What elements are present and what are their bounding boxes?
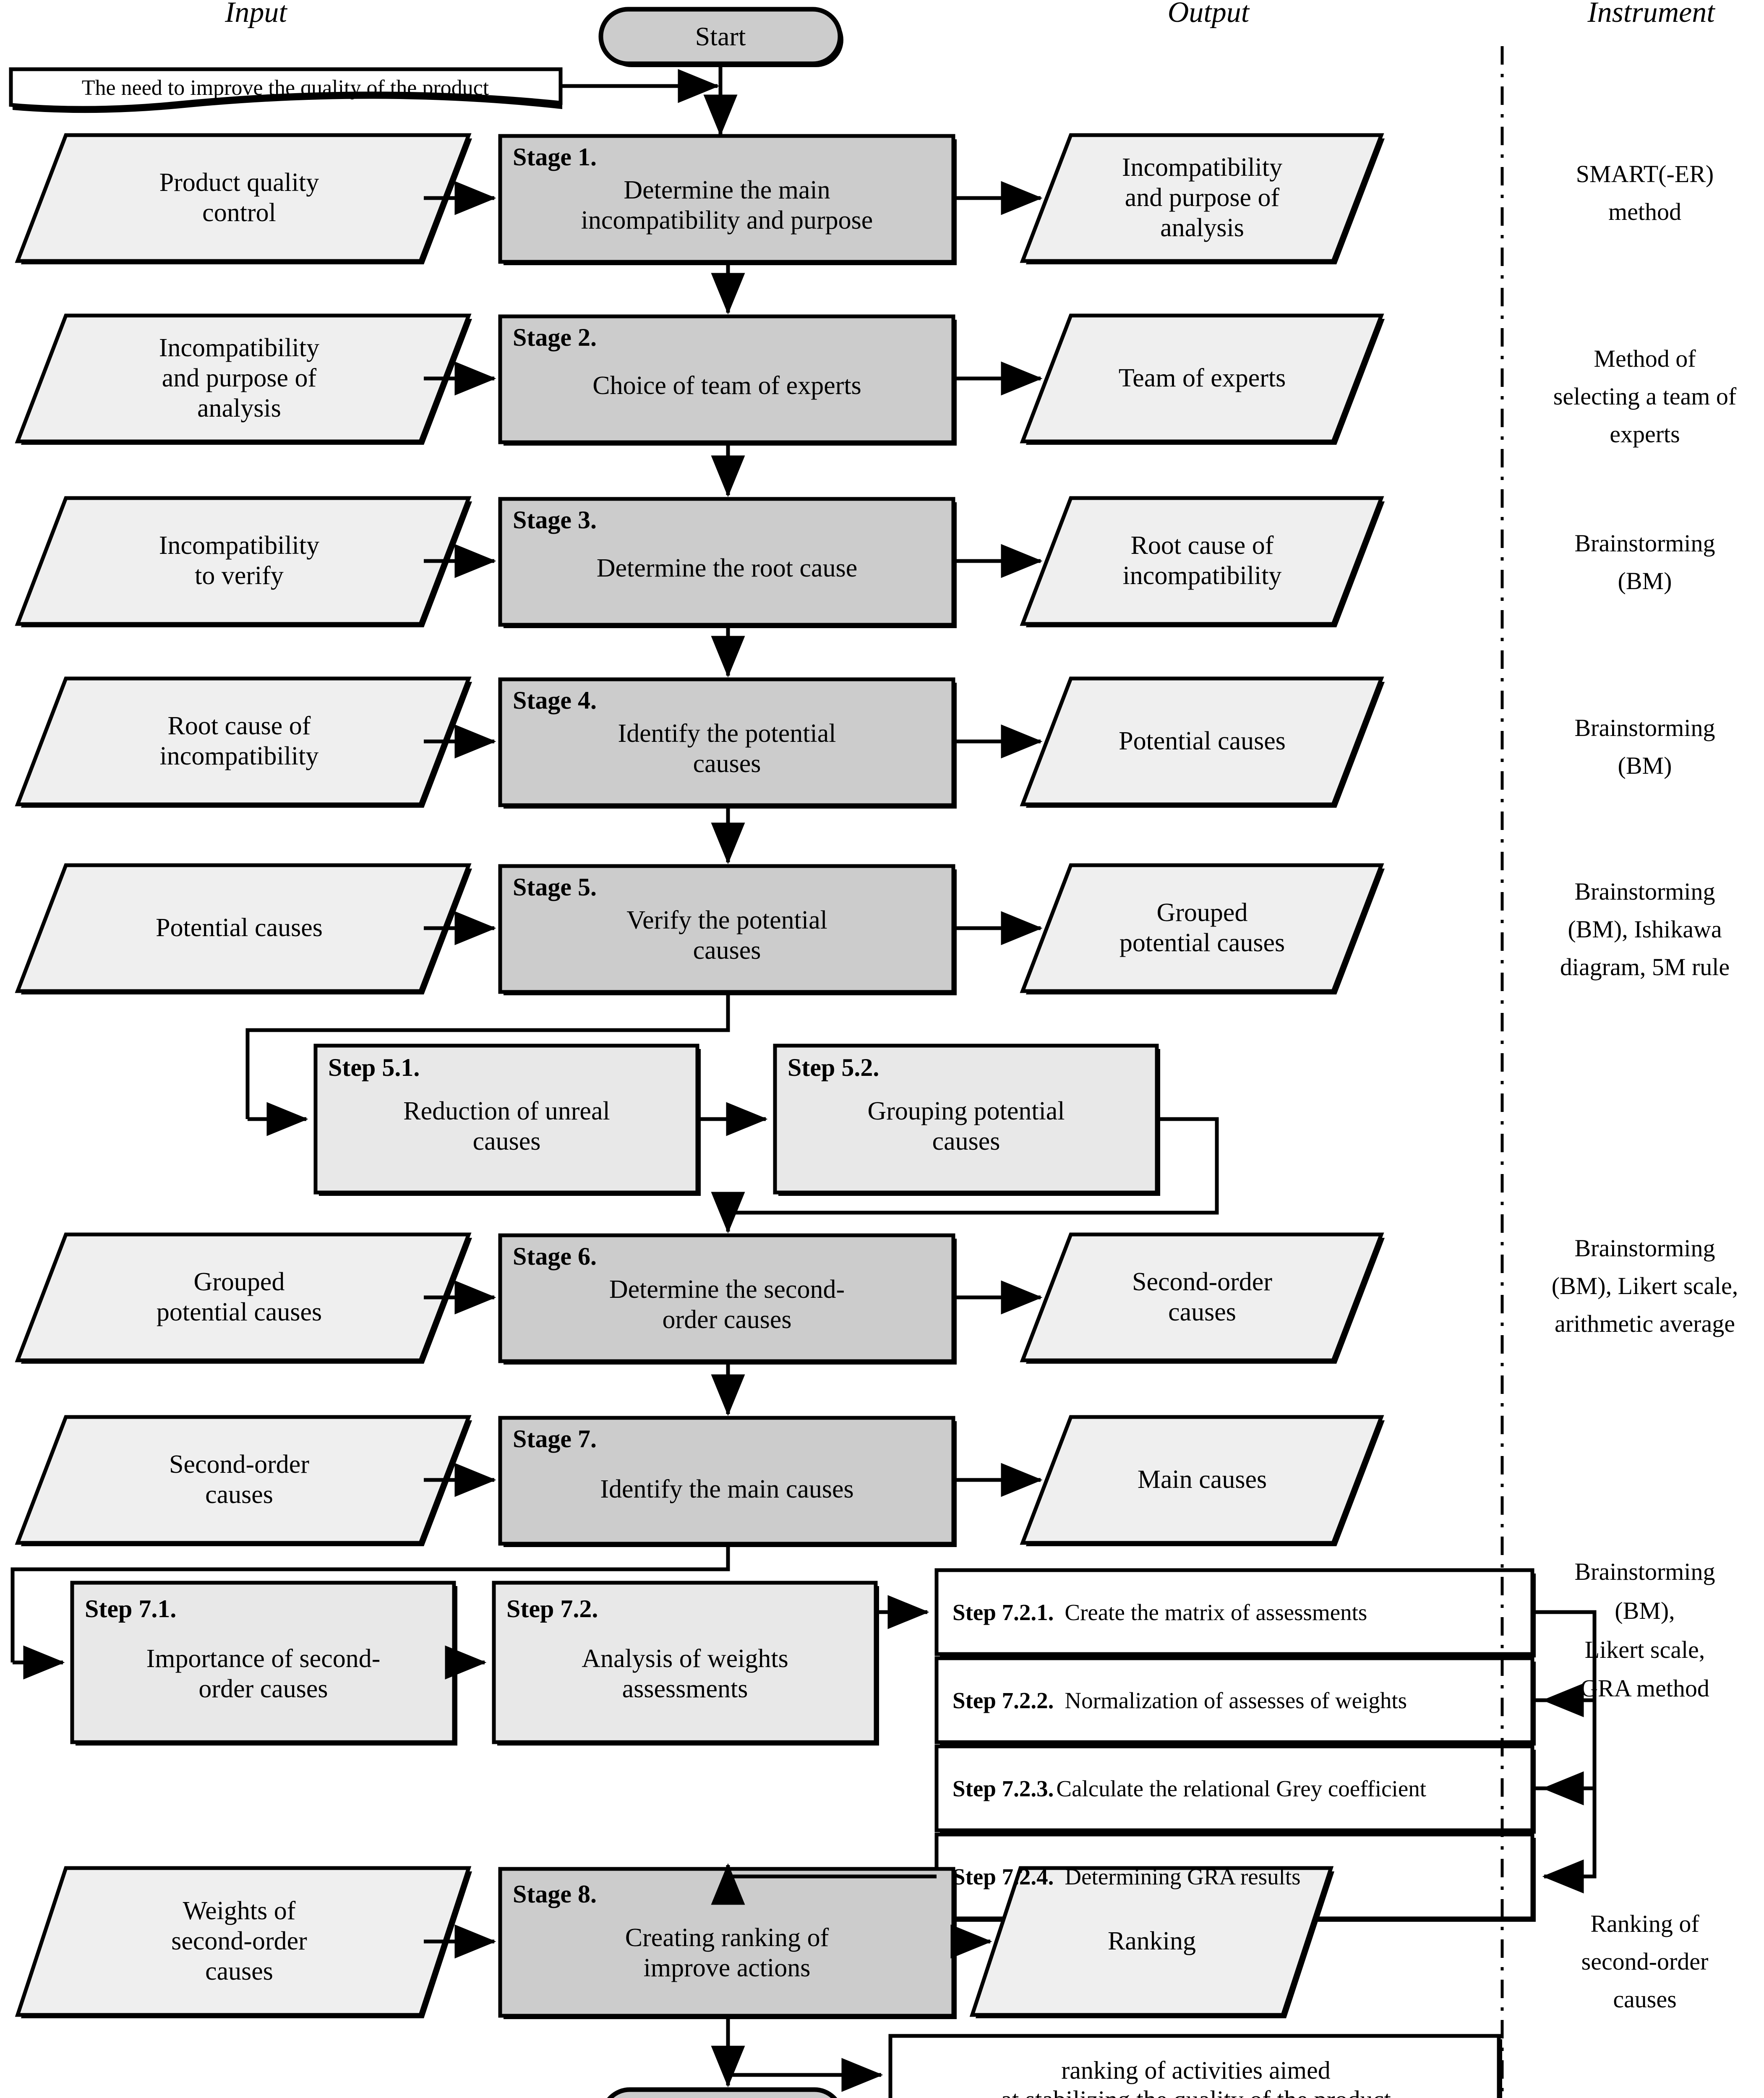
final-document-shape: [888, 2034, 1502, 2098]
row-5-shapes: [15, 863, 1385, 995]
row-2-shapes: [15, 313, 1385, 446]
column-heading-input: Input: [225, 0, 287, 29]
step-7-2-2-text: Normalization of assesses of weights: [1065, 1687, 1407, 1713]
step-7-2-3-text: Calculate the relational Grey coefficien…: [1056, 1775, 1427, 1801]
step-7-2-1-text: Create the matrix of assessments: [1065, 1599, 1367, 1625]
stage-8-label: Stage 8.: [513, 1880, 597, 1908]
trigger-document-shape: [9, 67, 563, 113]
stage-6-label: Stage 6.: [513, 1242, 597, 1270]
step-7-2-2-row: Step 7.2.2. Normalization of assesses of…: [952, 1658, 1407, 1742]
instrument-7: Brainstorming (BM), Likert scale, GRA me…: [1574, 1558, 1715, 1702]
step-7-1-label: Step 7.1.: [85, 1595, 177, 1623]
instrument-5: Brainstorming (BM), Ishikawa diagram, 5M…: [1560, 878, 1730, 981]
step-7-2-4-text: Determining GRA results: [1065, 1863, 1301, 1889]
row-3-shapes: [15, 496, 1385, 628]
instrument-6: Brainstorming (BM), Likert scale, arithm…: [1551, 1234, 1738, 1337]
step-7-2-label: Step 7.2.: [506, 1595, 598, 1623]
connectors: [10, 64, 1597, 2092]
instrument-2: Method of selecting a team of experts: [1553, 345, 1737, 448]
instrument-4: Brainstorming (BM): [1574, 714, 1715, 779]
row-4-shapes: [15, 676, 1385, 809]
stage-1-label: Stage 1.: [513, 143, 597, 171]
stage-2-label: Stage 2.: [513, 324, 597, 351]
row-8-shapes: [15, 1866, 1334, 2019]
stop-terminator-shape: [607, 2087, 838, 2098]
step-7-2-1-row: Step 7.2.1. Create the matrix of assessm…: [952, 1570, 1367, 1654]
stage-5-label: Stage 5.: [513, 873, 597, 901]
row-1-shapes: [15, 133, 1385, 265]
step-7-2-1-label: Step 7.2.1.: [952, 1599, 1054, 1625]
step-7-2-4-label: Step 7.2.4.: [952, 1863, 1054, 1889]
step-7-2-4-row: Step 7.2.4. Determining GRA results: [952, 1834, 1301, 1918]
stage-7-label: Stage 7.: [513, 1425, 597, 1453]
substeps-7-shapes: [70, 1581, 879, 1746]
step-5-2-label: Step 5.2.: [788, 1054, 879, 1081]
step-5-1-label: Step 5.1.: [328, 1054, 420, 1081]
row-6-shapes: [15, 1232, 1385, 1365]
instrument-8: Ranking of second-order causes: [1581, 1910, 1709, 2013]
substeps-5-shapes: [313, 1044, 1160, 1196]
instrument-3: Brainstorming (BM): [1574, 530, 1715, 595]
step-7-2-2-label: Step 7.2.2.: [952, 1687, 1054, 1713]
start-terminator-shape: [598, 7, 843, 67]
step-7-2-3-label: Step 7.2.3.: [952, 1775, 1054, 1801]
column-heading-instrument: Instrument: [1587, 0, 1715, 29]
stage-4-label: Stage 4.: [513, 686, 597, 714]
row-7-shapes: [15, 1415, 1385, 1547]
column-heading-output: Output: [1167, 0, 1250, 29]
step-7-2-3-row: Step 7.2.3. Calculate the relational Gre…: [952, 1746, 1426, 1830]
stage-3-label: Stage 3.: [513, 506, 597, 534]
instrument-1: SMART(-ER) method: [1576, 160, 1714, 225]
